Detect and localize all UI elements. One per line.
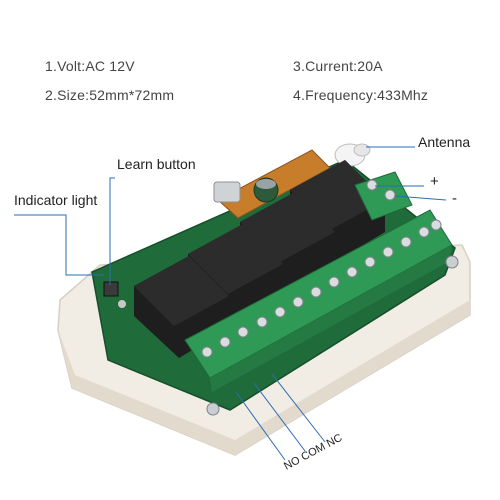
antenna-tip [353, 143, 371, 157]
mount-screw [445, 255, 459, 269]
spec-frequency: 4.Frequency:433Mhz [293, 87, 429, 103]
spec-current: 3.Current:20A [293, 58, 383, 74]
positive-label: + [430, 173, 439, 190]
terminal-block-front [210, 245, 452, 392]
plastic-base-edge [58, 300, 470, 455]
capacitor-top [256, 179, 276, 189]
mount-screw [206, 402, 220, 416]
learn-button [103, 281, 119, 297]
spec-voltage: 1.Volt:AC 12V [45, 58, 135, 74]
negative-label: - [452, 190, 457, 207]
leader-lines [14, 146, 447, 461]
terminal-screws [201, 179, 442, 358]
spec-size: 2.Size:52mm*72mm [45, 87, 175, 103]
indicator-light-label: Indicator light [14, 192, 98, 208]
antenna-label: Antenna [418, 134, 471, 150]
indicator-led [118, 300, 126, 308]
crystal-can [213, 181, 241, 203]
learn-button-label: Learn button [117, 156, 196, 172]
